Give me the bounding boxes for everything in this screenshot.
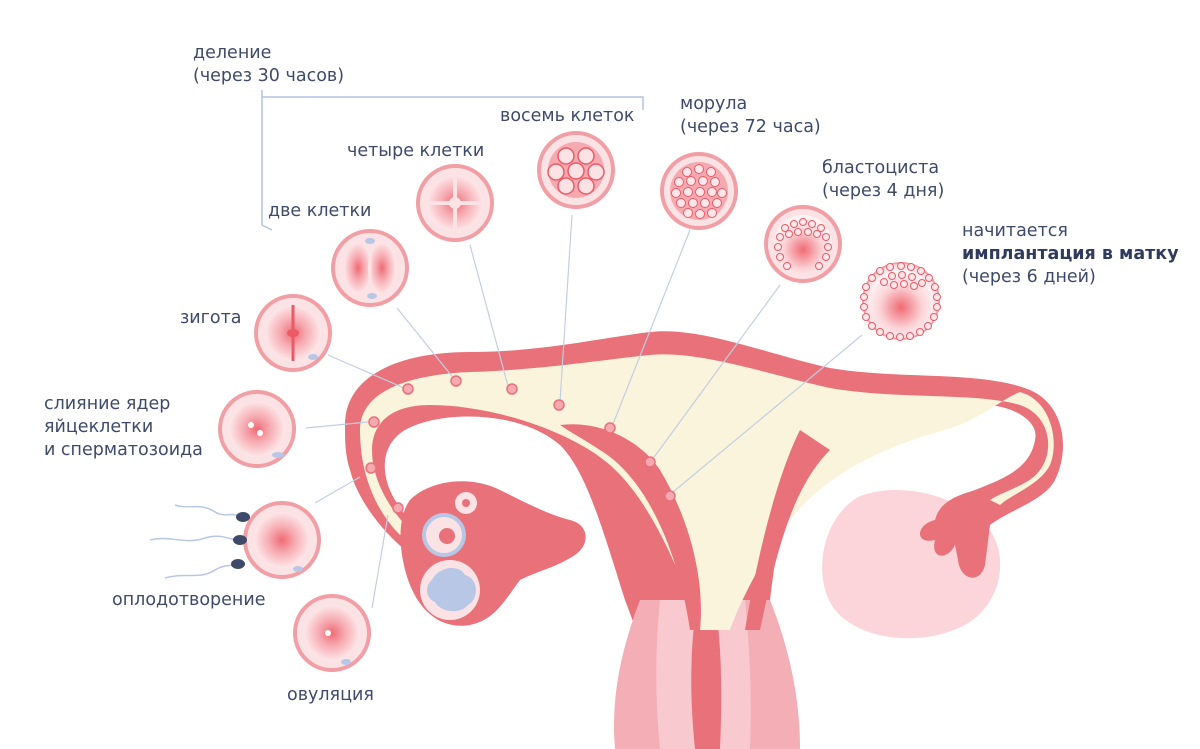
label-implantation-line3: (через 6 дней) [962, 267, 1096, 287]
uterine-cavity [360, 354, 1054, 630]
uterus-inner-wall-right [745, 430, 830, 630]
leader-lines [305, 214, 863, 609]
label-fertilization-text: оплодотворение [112, 590, 266, 610]
eight-cells [537, 131, 615, 209]
two-cells [331, 229, 409, 307]
label-ovulation: овуляция [287, 684, 374, 707]
label-ovulation-text: овуляция [287, 685, 374, 705]
four-cells [416, 164, 494, 242]
label-zygote-text: зигота [180, 308, 242, 328]
label-four-cells: четыре клетки [347, 140, 484, 163]
uterus-inner-wall [560, 424, 701, 630]
label-zygote: зигота [180, 307, 242, 330]
sperm-cells [149, 504, 250, 579]
label-eight-cells-text: восемь клеток [500, 106, 635, 126]
label-blastocyst-line1: бластоциста [822, 158, 940, 178]
label-division-line2: (через 30 часов) [193, 66, 345, 86]
label-implantation-line2: имплантация в матку [962, 244, 1179, 264]
label-eight-cells: восемь клеток [500, 105, 634, 128]
label-morula-line2: (через 72 часа) [680, 117, 821, 137]
label-blastocyst: бластоциста (через 4 дня) [822, 157, 944, 203]
label-fusion-line2: яйцеклетки [44, 417, 154, 437]
label-implantation-line1: начитается [962, 221, 1068, 241]
label-division-line1: деление [193, 43, 272, 63]
zygote-cell [254, 294, 332, 372]
implantation-cell [860, 262, 941, 341]
label-two-cells-text: две клетки [268, 201, 372, 221]
blastocyst-cell [764, 205, 842, 283]
label-morula: морула (через 72 часа) [680, 93, 821, 139]
fertilization-cell [243, 501, 321, 579]
tube-cell-dots [365, 375, 676, 514]
label-four-cells-text: четыре клетки [347, 141, 485, 161]
ovulation-cell [293, 594, 371, 672]
label-morula-line1: морула [680, 94, 748, 114]
label-fertilization: оплодотворение [112, 589, 266, 612]
division-bracket [261, 90, 644, 231]
follicle-small-core [462, 499, 470, 507]
label-fusion-line3: и сперматозоида [44, 440, 203, 460]
label-blastocyst-line2: (через 4 дня) [822, 181, 945, 201]
label-fusion-line1: слияние ядер [44, 394, 171, 414]
label-two-cells: две клетки [268, 200, 371, 223]
follicle-antrum [427, 568, 476, 612]
fusion-cell [218, 390, 296, 468]
label-fusion: слияние ядер яйцеклетки и сперматозоида [44, 393, 203, 462]
morula-cell [660, 152, 738, 230]
follicle-medium-core [439, 528, 455, 544]
label-implantation: начитается имплантация в матку (через 6 … [962, 220, 1179, 289]
cervix-inner [691, 615, 722, 749]
label-division: деление (через 30 часов) [193, 42, 344, 88]
